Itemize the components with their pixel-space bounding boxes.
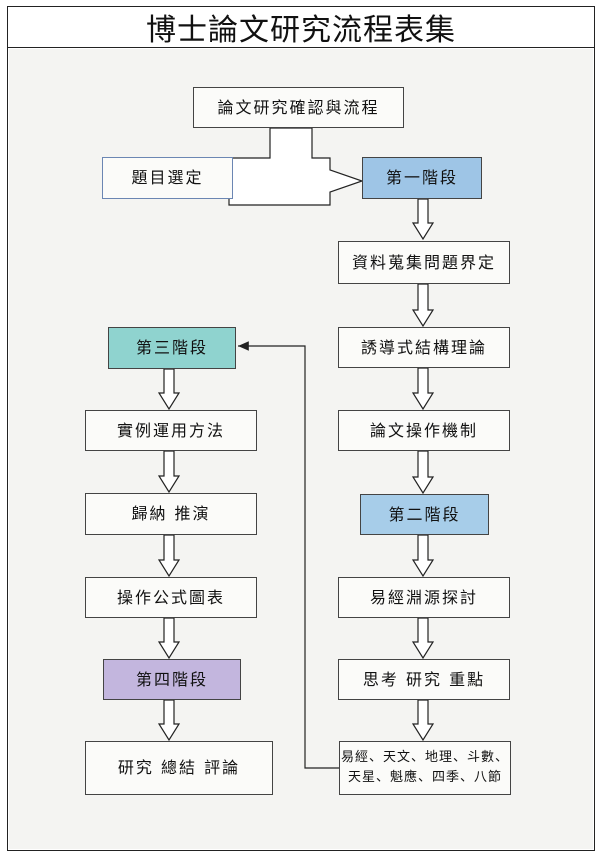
arrow-stage2-to-yijing xyxy=(411,534,435,578)
box-practice: 實例運用方法 xyxy=(85,410,257,451)
box-topic: 題目選定 xyxy=(102,157,233,199)
box-deduce: 歸納 推演 xyxy=(85,493,257,535)
arrow-focus-to-subjects xyxy=(411,699,435,742)
subjects-line-2: 天星、魁應、四季、八節 xyxy=(347,770,502,785)
arrow-yijing-to-focus xyxy=(411,617,435,660)
arrow-formula-to-stage4 xyxy=(157,617,181,660)
arrow-collect-to-induction xyxy=(411,283,435,328)
arrow-induction-to-mechanism xyxy=(411,367,435,411)
box-mechanism: 論文操作機制 xyxy=(338,410,510,451)
outer-frame xyxy=(7,6,595,851)
box-stage1: 第一階段 xyxy=(362,157,482,199)
arrow-stage3-to-practice xyxy=(157,368,181,411)
box-collect: 資料蒐集問題界定 xyxy=(338,241,510,284)
arrow-stage4-to-conclusion xyxy=(157,699,181,742)
t-double-arrow xyxy=(195,127,364,206)
arrow-deduce-to-formula xyxy=(157,534,181,578)
page-title: 博士論文研究流程表集 xyxy=(8,7,594,48)
box-stage2: 第二階段 xyxy=(360,494,489,535)
box-confirm: 論文研究確認與流程 xyxy=(193,87,404,128)
subjects-line-1: 易經、天文、地理、斗數、 xyxy=(340,750,509,765)
arrow-mechanism-to-stage2 xyxy=(411,450,435,495)
box-formula: 操作公式圖表 xyxy=(85,577,257,618)
box-subjects: 易經、天文、地理、斗數、 天星、魁應、四季、八節 xyxy=(339,741,511,795)
box-stage3: 第三階段 xyxy=(108,327,236,369)
feedback-line xyxy=(238,341,339,769)
arrow-practice-to-deduce xyxy=(157,450,181,494)
box-focus: 思考 研究 重點 xyxy=(338,659,510,700)
box-yijing: 易經淵源探討 xyxy=(338,577,510,618)
box-induction: 誘導式結構理論 xyxy=(338,327,510,368)
box-conclusion: 研究 總結 評論 xyxy=(85,741,273,795)
arrow-stage1-to-collect xyxy=(411,198,435,241)
box-stage4: 第四階段 xyxy=(103,659,241,700)
